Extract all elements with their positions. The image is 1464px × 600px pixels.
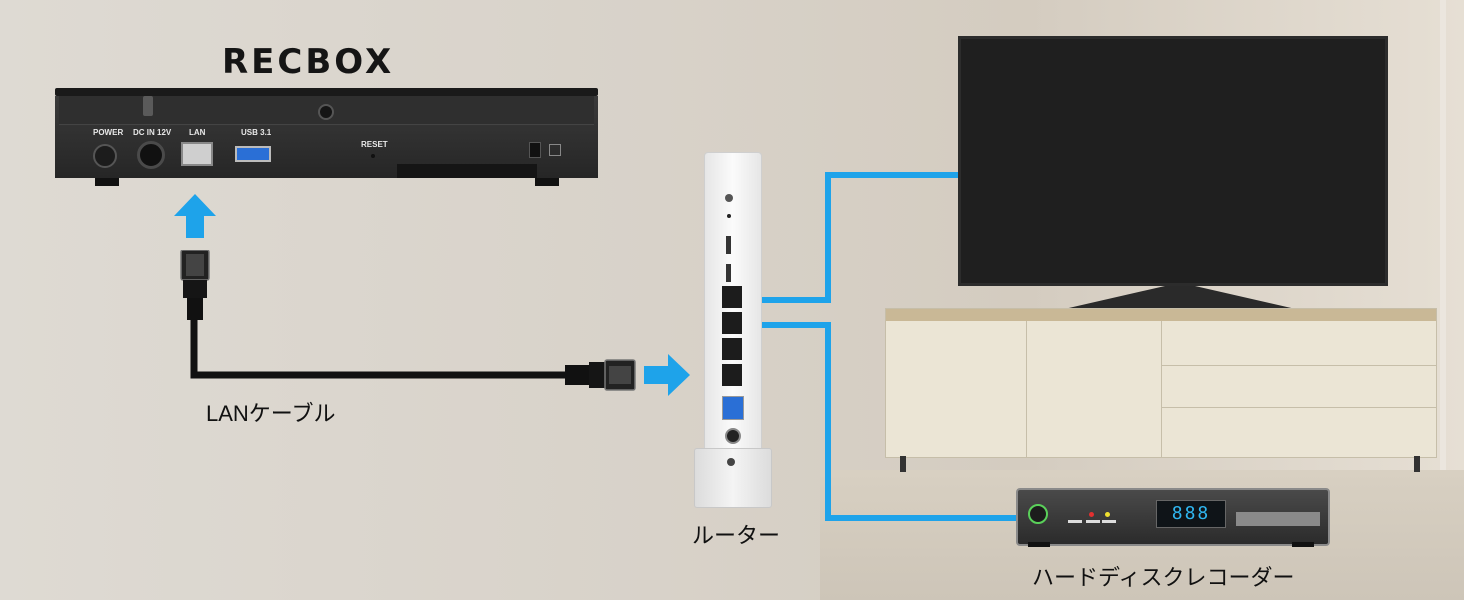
screw-icon [318, 104, 334, 120]
usb-port-icon [235, 146, 271, 162]
router-switch-2[interactable] [726, 264, 731, 282]
arrow-right-icon [644, 354, 690, 396]
recbox-vent [397, 164, 537, 178]
cabinet-top [886, 309, 1436, 321]
lan-label: LAN [189, 128, 206, 137]
recbox-top [55, 88, 598, 96]
wall-panel [1440, 0, 1446, 470]
router-switch-1[interactable] [726, 236, 731, 254]
power-label: POWER [93, 128, 124, 137]
recorder-yellow-led [1105, 512, 1110, 517]
router-label: ルーター [692, 523, 781, 548]
recorder-power-icon[interactable] [1028, 504, 1048, 524]
reset-label: RESET [361, 140, 388, 149]
cabinet-leg-left [900, 456, 906, 472]
power-button-icon[interactable] [93, 144, 117, 168]
router-tv-line [741, 172, 960, 303]
arrow-up-icon [174, 194, 216, 238]
tv-screen [958, 36, 1388, 286]
recorder-device: 888 [1016, 488, 1330, 547]
router-reset-icon[interactable] [727, 214, 731, 218]
recorder-foot-left [1028, 542, 1050, 547]
router-lan-port-2 [722, 312, 742, 334]
cabinet-divider-2 [1161, 321, 1162, 457]
foot-left [95, 178, 119, 186]
lan-port-icon [181, 142, 213, 166]
foot-right [535, 178, 559, 186]
router-button-icon[interactable] [725, 194, 733, 202]
lan-cable-label: LANケーブル [206, 401, 336, 426]
lock-symbol-icon [549, 144, 561, 156]
security-lock-icon [529, 142, 541, 158]
tv-stand [1060, 286, 1300, 314]
lan-cable [190, 318, 570, 379]
router-dc-jack-icon [725, 428, 741, 444]
rj45-connector-vertical-icon [180, 250, 210, 320]
drawer-line-1 [1162, 365, 1436, 366]
usb-label: USB 3.1 [241, 128, 272, 137]
recorder-indicator-2 [1086, 520, 1100, 523]
router-wan-port [722, 396, 744, 420]
recorder-label: ハードディスクレコーダー [1032, 565, 1295, 590]
router-device [694, 152, 772, 512]
router-lan-port-1 [722, 286, 742, 308]
reset-hole-icon[interactable] [371, 154, 375, 158]
cabinet-leg-right [1414, 456, 1420, 472]
recbox-device: POWER DC IN 12V LAN USB 3.1 RESET [55, 88, 598, 188]
recorder-indicator-1 [1068, 520, 1082, 523]
dc-in-label: DC IN 12V [133, 128, 172, 137]
tv-cabinet [885, 308, 1437, 458]
router-screw-icon [727, 458, 735, 466]
recorder-foot-right [1292, 542, 1314, 547]
router-lan-port-4 [722, 364, 742, 386]
recorder-disc-slot [1236, 512, 1320, 526]
power-switch[interactable] [143, 96, 153, 116]
router-stand [694, 448, 772, 508]
recorder-red-led [1089, 512, 1094, 517]
router-lan-port-3 [722, 338, 742, 360]
drawer-line-2 [1162, 407, 1436, 408]
recorder-indicator-3 [1102, 520, 1116, 523]
recbox-brand: RECBOX [222, 42, 395, 82]
dc-jack-icon [137, 141, 165, 169]
cabinet-divider-1 [1026, 321, 1027, 457]
recorder-display: 888 [1156, 500, 1226, 528]
router-recorder-line [741, 322, 1016, 521]
rj45-connector-horizontal-icon [565, 359, 636, 391]
